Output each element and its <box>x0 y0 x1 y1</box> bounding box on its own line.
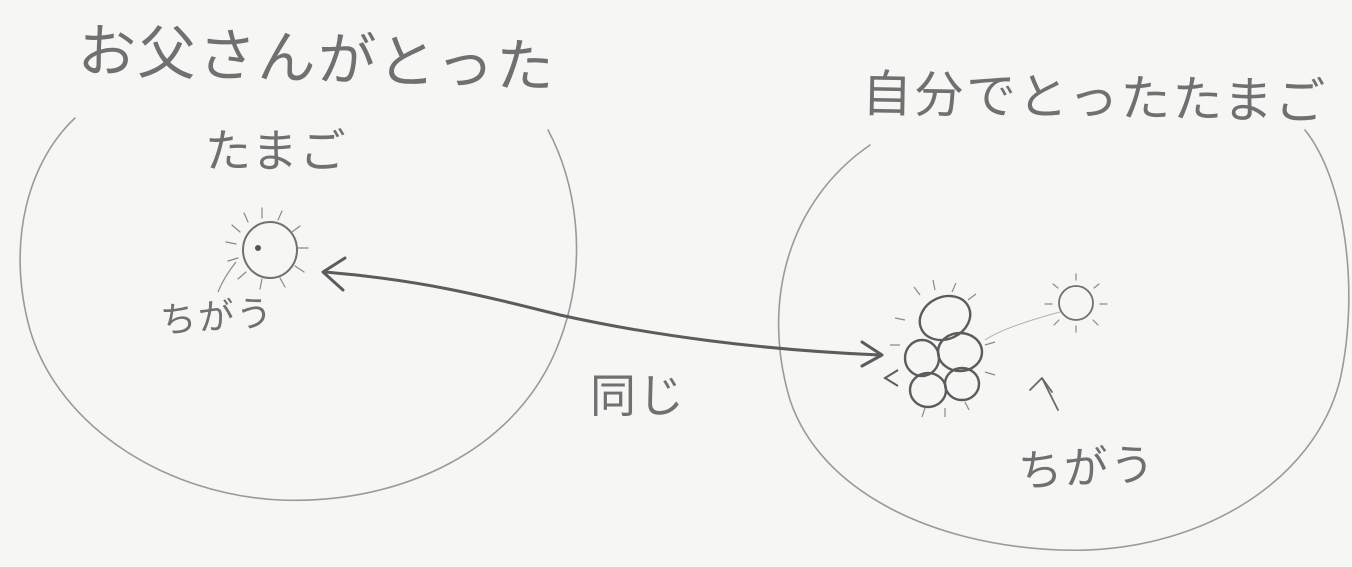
left-egg <box>217 207 309 293</box>
right-different-label: ちがう <box>1016 439 1158 498</box>
left-circle <box>19 117 578 502</box>
right-circle <box>777 129 1350 551</box>
same-arrow <box>321 256 884 368</box>
same-label: 同じ <box>590 369 686 423</box>
right-title: 自分でとったたまご <box>861 64 1328 132</box>
right-egg-cluster <box>883 279 996 418</box>
left-title-line2: たまご <box>205 124 348 178</box>
pointer-arrow <box>1029 377 1059 411</box>
left-title-line1: お父さんがとった <box>76 16 558 102</box>
left-different-label: ちがう <box>158 293 276 342</box>
right-small-egg <box>984 273 1108 341</box>
